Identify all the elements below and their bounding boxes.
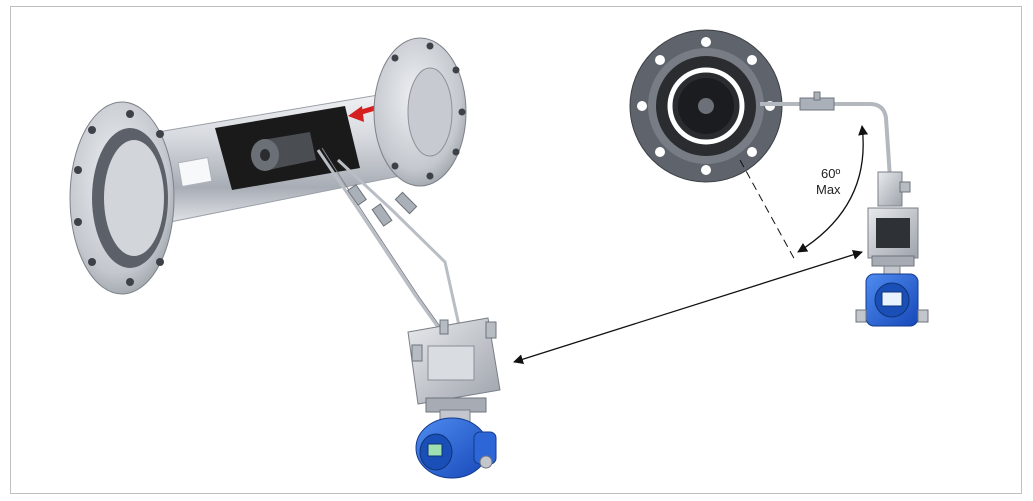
impulse-lines (316, 147, 462, 333)
end-view-manifold (867, 171, 919, 267)
valve-manifold (407, 317, 501, 413)
angle-value-label: 60º (821, 166, 840, 181)
vcone-meter-assembly (69, 37, 501, 479)
end-view-impulse-tubing (760, 102, 892, 179)
vertical-reference-line (739, 159, 797, 263)
outlet-flange (373, 37, 467, 187)
end-view-tubing-fitting (799, 91, 835, 111)
vcone-element (251, 132, 316, 171)
inlet-flange (69, 101, 175, 295)
impulse-line-fittings (347, 184, 418, 227)
angle-unit-label: Max (816, 182, 841, 197)
equivalence-double-arrow (513, 249, 863, 365)
angle-arc (797, 125, 869, 253)
pressure-transmitter (415, 409, 497, 479)
end-view-flange (629, 29, 783, 183)
meter-nameplate (177, 156, 213, 188)
end-view-assembly: 60º Max (629, 29, 929, 327)
end-view-transmitter (855, 265, 929, 327)
